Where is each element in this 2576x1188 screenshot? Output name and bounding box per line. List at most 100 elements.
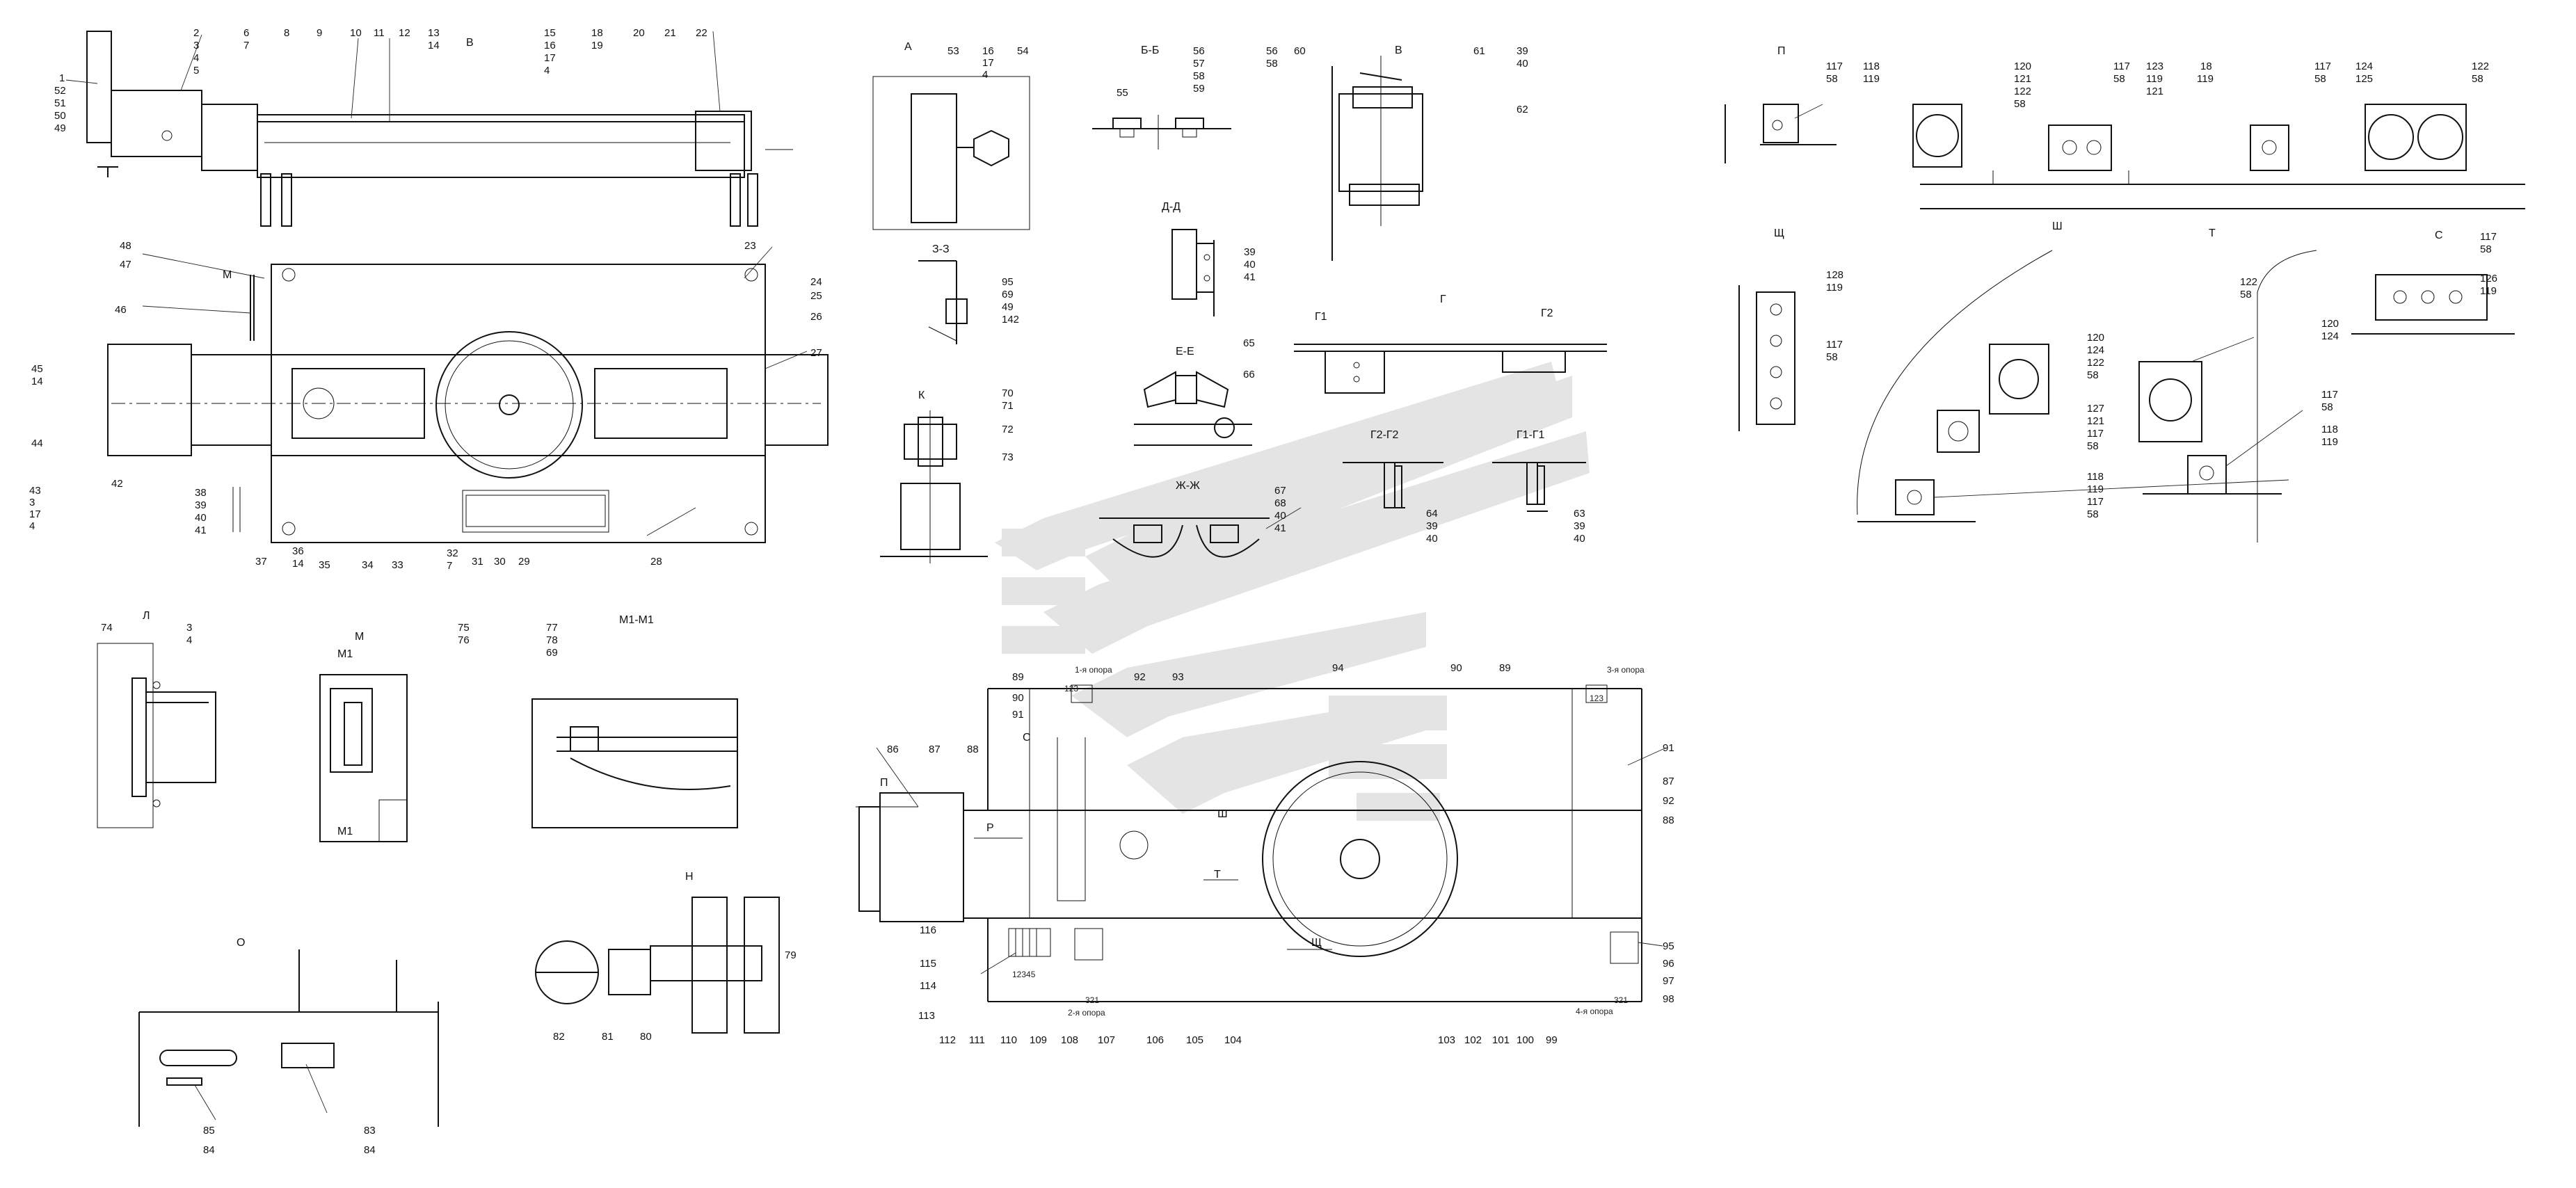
- callout-35: 35: [319, 559, 330, 571]
- callout-114: 114: [920, 980, 936, 992]
- callout-108: 108: [1061, 1034, 1078, 1046]
- callout-119f: 119: [2321, 436, 2338, 448]
- callout-2: 2: [193, 27, 199, 39]
- detail-g2g2: [1343, 462, 1443, 508]
- callout-119b: 119: [2146, 73, 2163, 85]
- plan-view-frame: [107, 264, 829, 543]
- section-title-zz: З-З: [932, 243, 950, 255]
- position-numbers: 1 52 51 50 49 2 3 4 5 6 7 8 9 10 11 12 1…: [29, 27, 2497, 1156]
- callout-105: 105: [1186, 1034, 1203, 1046]
- support-3-label: 3-я опора: [1607, 665, 1645, 675]
- callout-117c: 117: [2314, 61, 2331, 72]
- callout-119g: 119: [2480, 285, 2497, 297]
- callout-40e: 40: [1426, 533, 1438, 545]
- callout-40f: 40: [1574, 533, 1585, 545]
- section-title-zhzh: Ж-Ж: [1176, 480, 1200, 492]
- callout-29: 29: [518, 556, 530, 568]
- detail-zhzh: [1099, 517, 1270, 558]
- callout-80: 80: [640, 1031, 652, 1043]
- callout-78: 78: [546, 634, 558, 646]
- callout-77: 77: [546, 622, 558, 634]
- detail-shch: [1738, 285, 1795, 431]
- callout-19: 19: [591, 40, 603, 51]
- callout-87b: 87: [1663, 776, 1674, 787]
- callout-23: 23: [744, 240, 756, 252]
- callout-74: 74: [101, 622, 113, 634]
- callout-61: 61: [1473, 45, 1485, 57]
- callout-49b: 49: [1002, 301, 1014, 313]
- callout-31: 31: [472, 556, 483, 568]
- callout-4: 4: [193, 52, 199, 64]
- callout-58m: 58: [2321, 401, 2333, 413]
- support-3-numbers: 123: [1590, 693, 1603, 703]
- watermark-logo: [995, 362, 1590, 821]
- section-title-bb: Б-Б: [1141, 45, 1159, 56]
- detail-s: [2351, 274, 2515, 335]
- callout-118: 118: [1863, 61, 1880, 72]
- callout-64: 64: [1426, 508, 1438, 520]
- callout-58: 58: [1193, 70, 1205, 82]
- callout-58c: 58: [1826, 73, 1838, 85]
- callout-85: 85: [203, 1125, 215, 1137]
- callout-10: 10: [350, 27, 362, 39]
- callout-21: 21: [664, 27, 676, 39]
- callout-39e: 39: [1574, 520, 1585, 532]
- callout-24: 24: [810, 276, 822, 288]
- callout-124b: 124: [2087, 344, 2104, 356]
- callout-7: 7: [243, 40, 249, 51]
- section-title-p-bottom: П: [880, 777, 888, 789]
- callout-102: 102: [1464, 1034, 1482, 1046]
- callout-88: 88: [967, 744, 979, 755]
- callout-49: 49: [54, 122, 66, 134]
- callout-8: 8: [284, 27, 289, 39]
- callout-33: 33: [392, 559, 403, 571]
- callout-40: 40: [195, 512, 207, 524]
- callout-51: 51: [54, 97, 66, 109]
- callout-41c: 41: [1274, 522, 1286, 534]
- callout-84: 84: [364, 1144, 376, 1156]
- section-title-n: Н: [685, 871, 694, 883]
- callout-58d: 58: [2014, 98, 2026, 110]
- callout-84b: 84: [203, 1144, 215, 1156]
- callout-117b: 117: [2113, 61, 2130, 72]
- detail-p: [1725, 104, 1837, 163]
- callout-58b: 58: [1266, 58, 1278, 70]
- section-title-shch: Щ: [1774, 227, 1784, 239]
- callout-117g: 117: [2321, 389, 2338, 401]
- callout-22: 22: [696, 27, 707, 39]
- callout-122d: 122: [2240, 276, 2257, 288]
- callout-63: 63: [1574, 508, 1585, 520]
- callout-89: 89: [1012, 671, 1024, 683]
- callout-66: 66: [1243, 369, 1255, 380]
- callout-58g: 58: [2472, 73, 2483, 85]
- callout-40b: 40: [1517, 58, 1528, 70]
- callout-119e: 119: [2087, 483, 2104, 495]
- callout-92: 92: [1134, 671, 1146, 683]
- callout-30: 30: [494, 556, 506, 568]
- support-4-label: 4-я опора: [1576, 1006, 1613, 1016]
- callout-57: 57: [1193, 58, 1205, 70]
- detail-sh: [1857, 250, 2053, 522]
- callout-123: 123: [2146, 61, 2163, 72]
- callout-17: 17: [544, 52, 556, 64]
- detail-ee: [1134, 371, 1252, 446]
- callout-59: 59: [1193, 83, 1205, 95]
- callout-111: 111: [969, 1034, 985, 1046]
- callout-36: 36: [292, 545, 304, 557]
- callout-92b: 92: [1663, 795, 1674, 807]
- callout-53: 53: [947, 45, 959, 57]
- section-title-t: Т: [2209, 227, 2216, 239]
- callout-96: 96: [1663, 958, 1674, 970]
- detail-top-right-clamps: [1912, 104, 2525, 209]
- callout-121c: 121: [2087, 415, 2104, 427]
- callout-120b: 120: [2087, 332, 2104, 344]
- callout-90: 90: [1012, 692, 1024, 704]
- callout-56: 56: [1193, 45, 1205, 57]
- callout-32: 32: [447, 547, 458, 559]
- hydraulic-layout: [856, 684, 1642, 1002]
- callout-46: 46: [115, 304, 127, 316]
- callout-91b: 91: [1663, 742, 1674, 754]
- callout-125: 125: [2355, 73, 2373, 85]
- callout-117f: 117: [2087, 496, 2104, 508]
- callout-82: 82: [553, 1031, 565, 1043]
